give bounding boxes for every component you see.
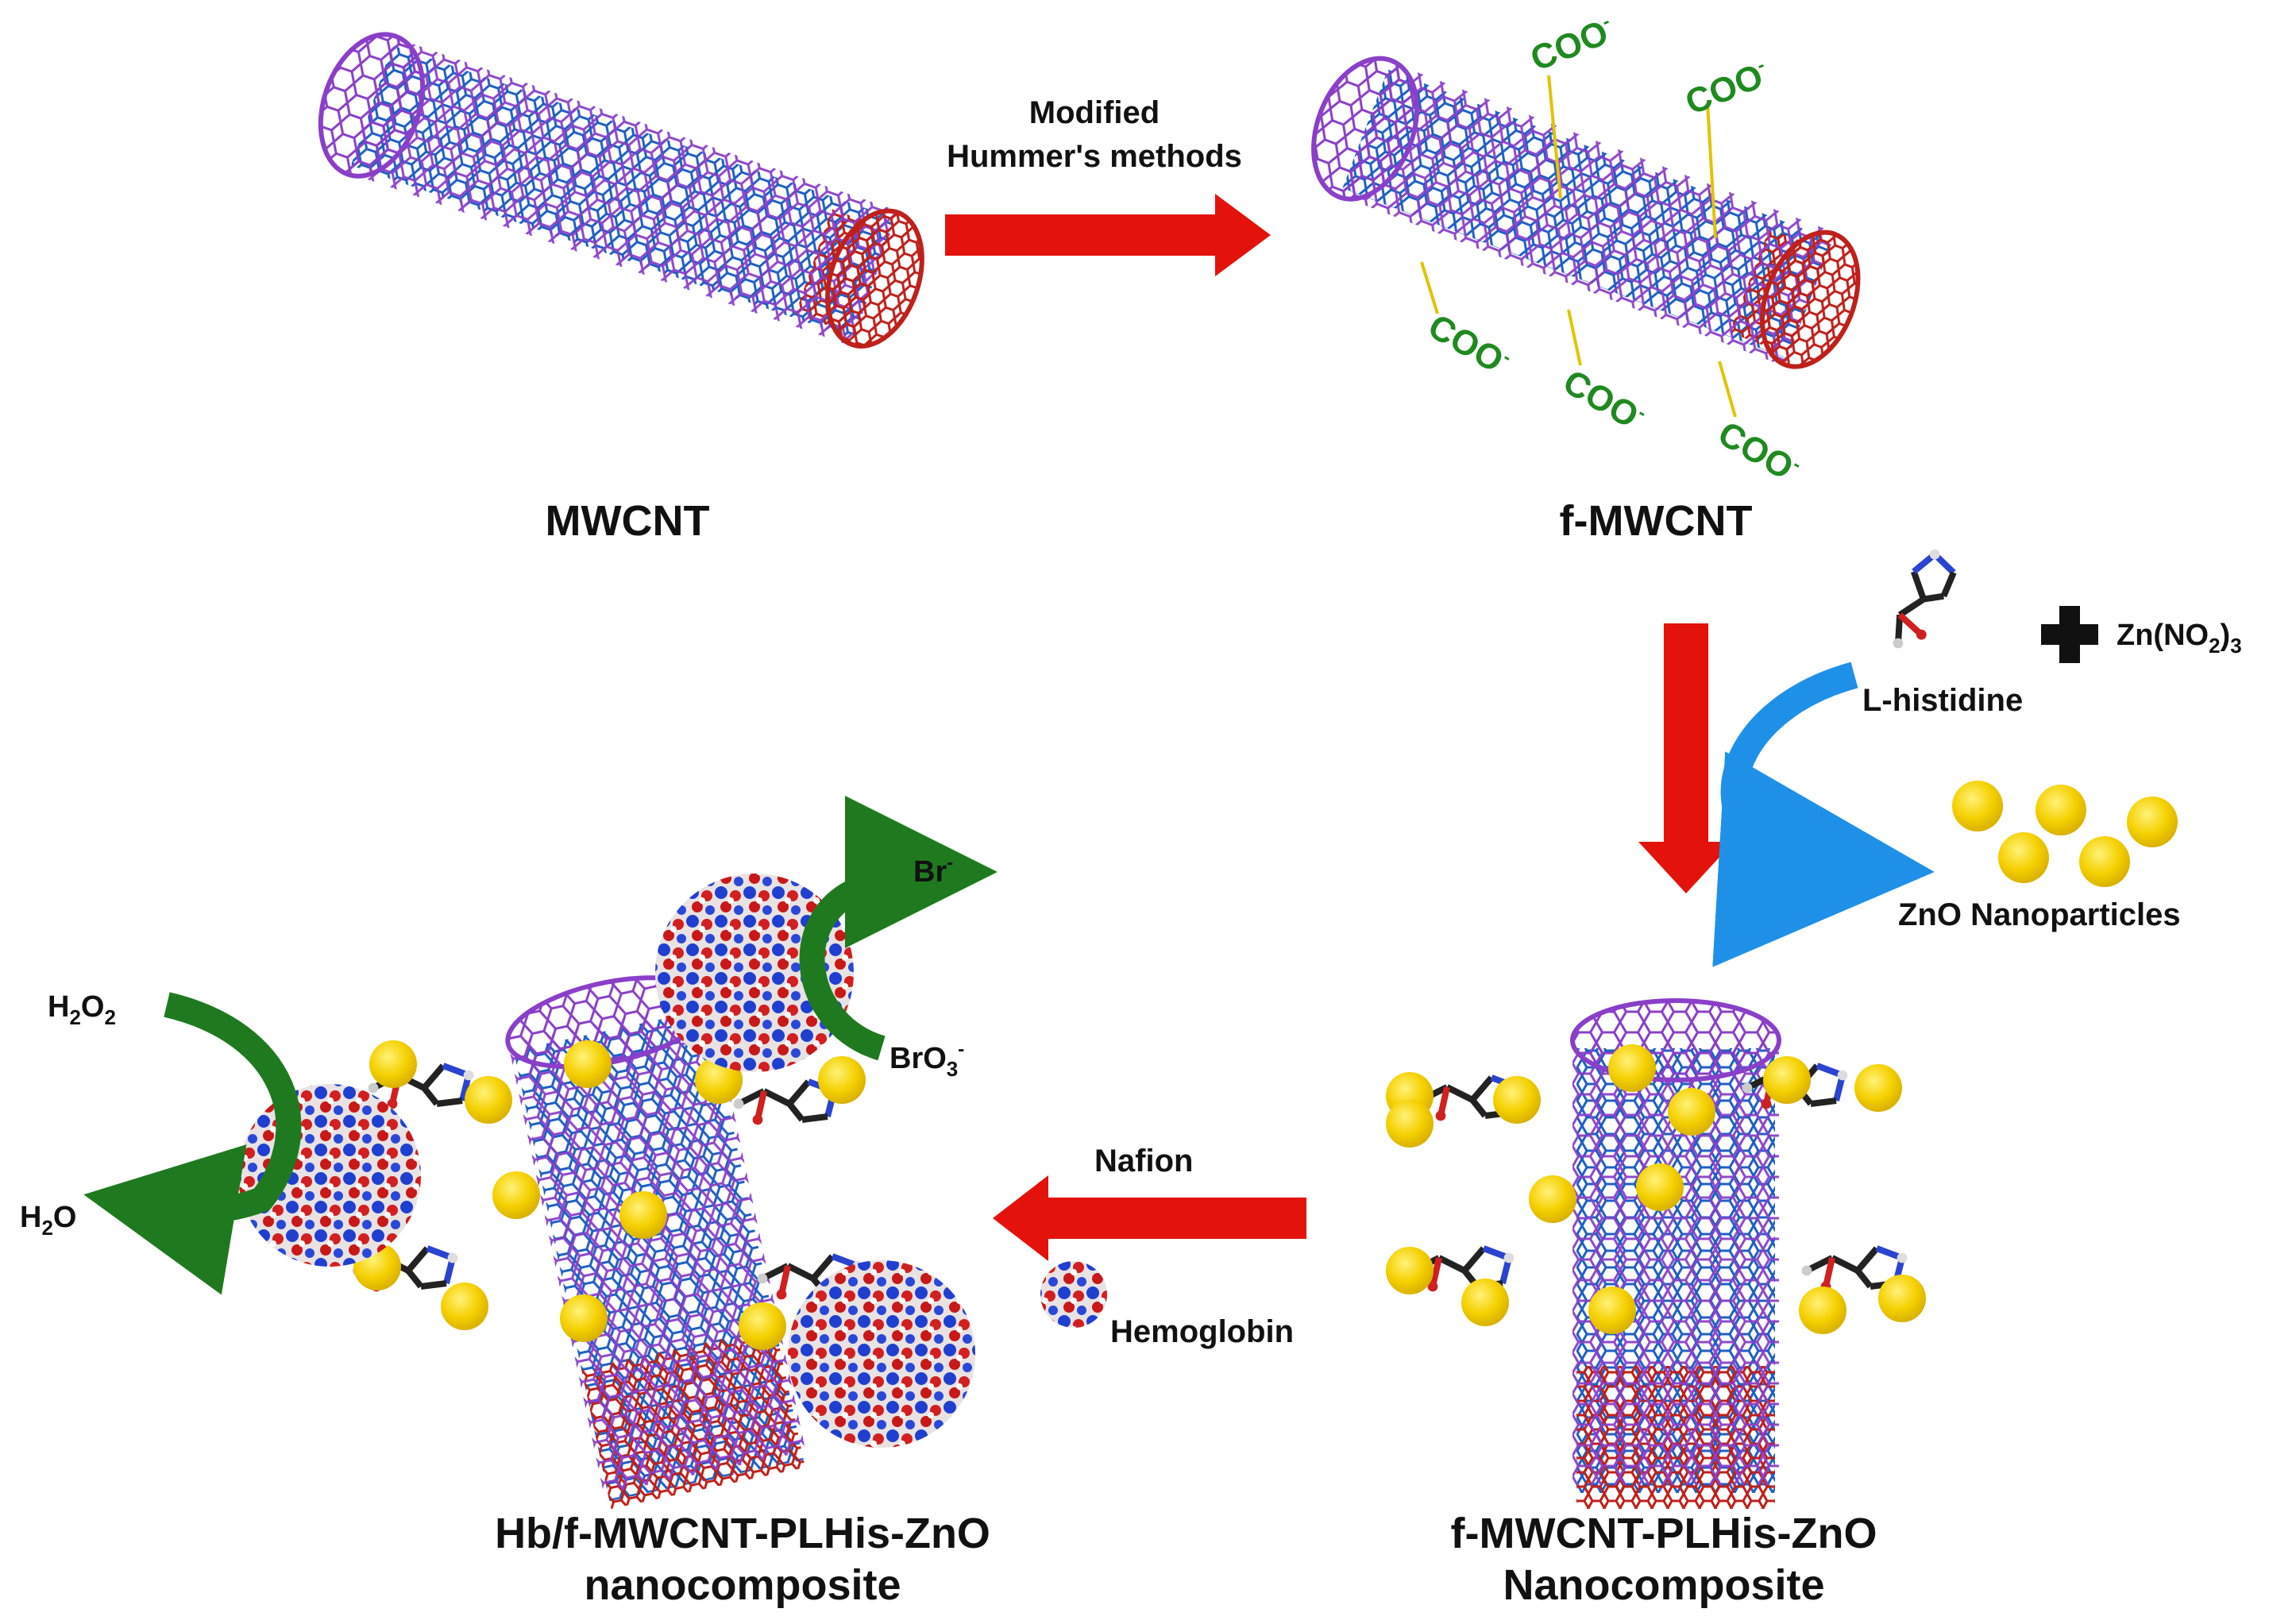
final-tube [505, 975, 806, 1510]
green-arrow-h2o2 [83, 992, 302, 1295]
coo-text: COO [1557, 362, 1645, 436]
coo-text: COO [1525, 13, 1613, 79]
coo-group-5: COO- [1711, 414, 1805, 491]
coo-text: COO [1711, 414, 1800, 488]
zno-nanoparticle-cluster [1952, 781, 2178, 887]
svg-text:COO-: COO- [1711, 414, 1805, 491]
coo-group-3: COO- [1422, 307, 1515, 384]
arrow-step2 [1638, 623, 1734, 893]
zno-nanoparticles-label: ZnO Nanoparticles [1898, 897, 2181, 932]
green-arrow-bro3 [799, 796, 998, 1061]
mwcnt-tube [318, 32, 924, 349]
hemoglobin-protein-top [655, 874, 854, 1072]
bromide-formula: Br- [913, 852, 953, 889]
final-zno-particles [353, 1040, 866, 1350]
l-histidine-molecule [1877, 546, 1967, 658]
nafion-label: Nafion [1094, 1144, 1194, 1178]
coo-group-4: COO- [1557, 362, 1650, 439]
composite-zno-particles [1386, 1044, 1926, 1334]
l-histidine-label: L-histidine [1862, 683, 2024, 718]
h2o-formula: H2O [20, 1201, 76, 1240]
blue-curved-arrow [1712, 662, 1935, 967]
plus-icon [2041, 606, 2098, 663]
zinc-nitrate-formula: Zn(NO2)3 [2117, 619, 2242, 658]
composite-tube [1570, 998, 1781, 1509]
coo-group-2: COO- [1680, 54, 1774, 122]
hemoglobin-protein-bottom [788, 1260, 975, 1448]
h2o2-formula: H2O2 [48, 990, 116, 1029]
arrow-nafion [993, 1175, 1306, 1261]
svg-text:COO-: COO- [1680, 54, 1774, 122]
step1-label-line2: Hummer's methods [947, 139, 1242, 174]
svg-text:COO-: COO- [1422, 307, 1515, 384]
final-label-line1: Hb/f-MWCNT-PLHis-ZnO [495, 1510, 990, 1557]
fmwcnt-tube [1311, 56, 1861, 418]
step1-label-line1: Modified [1028, 95, 1160, 130]
final-label-line2: nanocomposite [584, 1561, 901, 1609]
svg-text:COO-: COO- [1525, 10, 1619, 79]
coo-text: COO [1680, 56, 1768, 122]
arrow-step1 [945, 194, 1271, 276]
hemoglobin-globule [1040, 1261, 1107, 1328]
composite-label-line1: f-MWCNT-PLHis-ZnO [1450, 1510, 1877, 1557]
svg-text:COO-: COO- [1557, 362, 1650, 439]
coo-group-1: COO- [1525, 10, 1619, 79]
fmwcnt-label: f-MWCNT [1559, 497, 1753, 545]
bromate-formula: BrO3- [889, 1039, 964, 1081]
coo-text: COO [1422, 307, 1510, 380]
mwcnt-label: MWCNT [545, 497, 710, 545]
composite-label-line2: Nanocomposite [1503, 1561, 1825, 1609]
hemoglobin-label: Hemoglobin [1110, 1314, 1295, 1349]
